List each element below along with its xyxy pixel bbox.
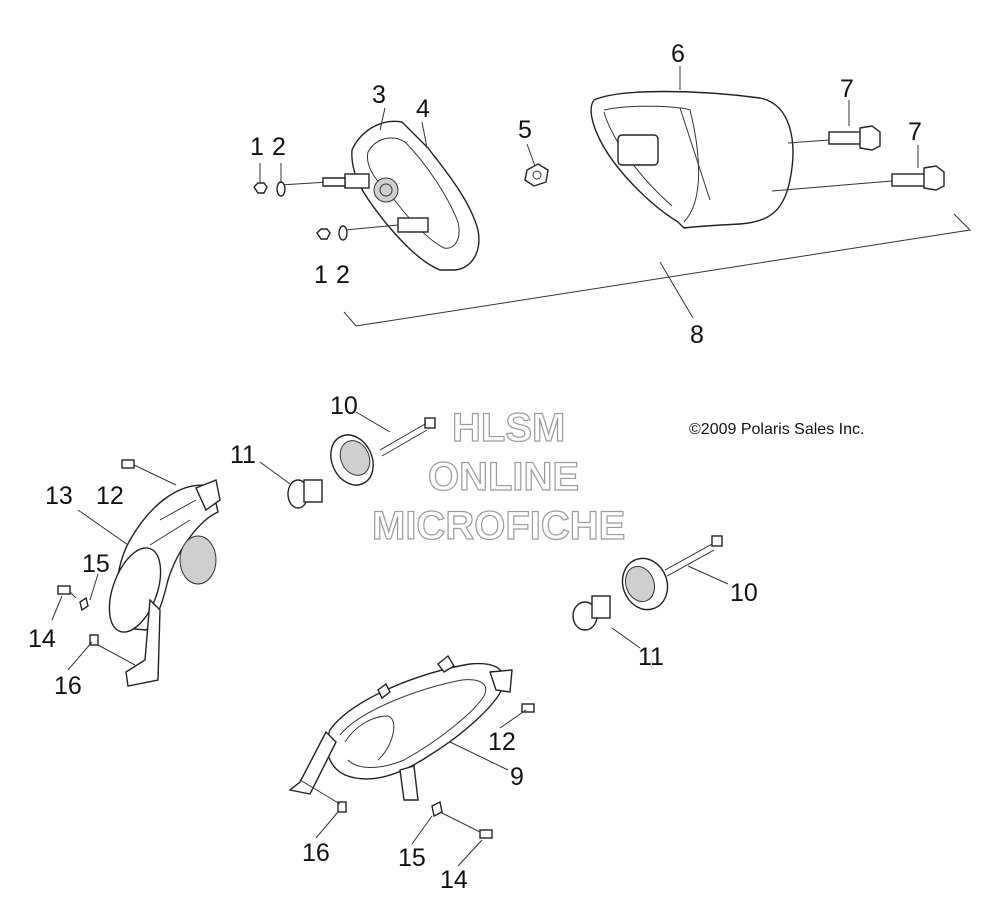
- screw-14-right: [439, 811, 493, 839]
- callout-12-right: 12: [488, 728, 516, 756]
- watermark-microfiche: MICROFICHE: [372, 504, 625, 548]
- nut-16-left: [89, 634, 136, 666]
- nut-16-right: [299, 779, 347, 813]
- clip-15-left: [79, 596, 89, 612]
- callout-1-upper: 1: [250, 133, 264, 161]
- left-headlamp-assembly: [108, 479, 221, 687]
- callout-9: 9: [510, 763, 524, 791]
- callout-10-upper: 10: [330, 392, 358, 420]
- callout-13: 13: [45, 482, 73, 510]
- callout-14-right: 14: [440, 866, 468, 894]
- callout-15-right: 15: [398, 844, 426, 872]
- bolt-lower: [891, 165, 945, 191]
- bulb-11-lower: [572, 595, 611, 631]
- leader-lines: [51, 66, 919, 867]
- screw-14-left: [57, 585, 77, 599]
- callout-3: 3: [372, 81, 386, 109]
- watermark-online: ONLINE: [428, 455, 579, 499]
- callout-11-lower: 11: [638, 643, 664, 671]
- callout-6: 6: [671, 40, 685, 68]
- copyright-text: ©2009 Polaris Sales Inc.: [689, 421, 864, 438]
- callout-7-upper: 7: [840, 75, 854, 103]
- callout-11-upper: 11: [230, 441, 256, 469]
- callout-2-upper: 2: [272, 133, 286, 161]
- callout-16-right: 16: [302, 839, 330, 867]
- callout-5: 5: [518, 116, 532, 144]
- right-headlamp-assembly: [288, 654, 513, 801]
- callout-12-left: 12: [96, 482, 124, 510]
- nut-washer-upper: [253, 181, 286, 197]
- callout-8: 8: [690, 321, 704, 349]
- callout-14-left: 14: [28, 625, 56, 653]
- clip-15-right: [431, 800, 443, 818]
- clip-nut: [524, 163, 549, 187]
- nut-washer-lower: [316, 225, 348, 241]
- callout-1-lower: 1: [314, 261, 328, 289]
- socket-10-lower: [621, 535, 723, 611]
- callout-2-lower: 2: [336, 261, 350, 289]
- screw-12-left: [121, 459, 177, 486]
- bolt-upper: [828, 125, 881, 151]
- lamp-housing: [590, 90, 893, 229]
- bracket-assembly: [279, 120, 480, 271]
- callout-labels: 1 2 1 2 3 4 5 6 7 7 8 10 11 12 13 15 14 …: [28, 40, 922, 894]
- screw-12-right: [521, 703, 535, 713]
- callout-7-lower: 7: [908, 118, 922, 146]
- bulb-11-upper: [287, 479, 323, 509]
- callout-15-left: 15: [82, 550, 110, 578]
- callout-10-lower: 10: [730, 579, 758, 607]
- socket-10-upper: [330, 417, 436, 486]
- watermark-hlsm: HLSM: [452, 406, 565, 450]
- callout-16-left: 16: [54, 672, 82, 700]
- callout-4: 4: [416, 95, 430, 123]
- assembly-bracket-line-8: [343, 213, 972, 327]
